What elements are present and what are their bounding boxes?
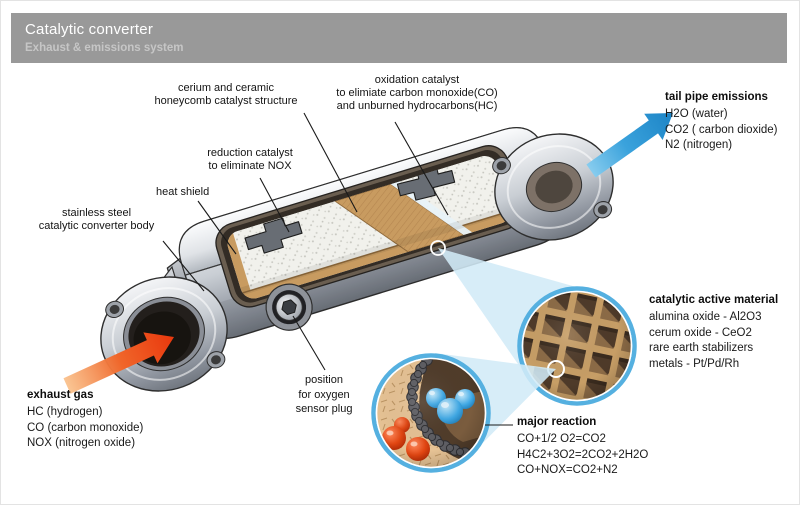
exhaust-gas-list: HC (hydrogen) CO (carbon monoxide) NOX (…: [27, 406, 144, 449]
info-exhaust-gas: exhaust gas HC (hydrogen) CO (carbon mon…: [27, 389, 143, 452]
label-oxygen-sensor: position for oxygen sensor plug: [295, 374, 353, 416]
inlet-flange-graphic: [100, 276, 228, 392]
oxygen-sensor-plug-graphic: [265, 283, 313, 331]
exhaust-inflow-arrow: [63, 332, 174, 394]
label-oxidation-catalyst: oxidation catalyst to elimiate carbon mo…: [336, 74, 498, 113]
active-material-list: alumina oxide - Al2O3 cerum oxide - CeO2…: [649, 311, 762, 370]
active-material-heading: catalytic active material: [649, 294, 779, 306]
tailpipe-outflow-arrow: [586, 113, 673, 178]
zoom-wedge-honeycomb: [438, 248, 594, 380]
outlet-flange-graphic: [492, 133, 614, 241]
major-reaction-heading: major reaction: [517, 416, 597, 428]
label-reduction-catalyst: reduction catalyst to eliminate NOX: [207, 147, 293, 173]
converter-body-graphic: [166, 126, 592, 340]
exhaust-gas-heading: exhaust gas: [27, 389, 94, 401]
label-cerium-structure: cerium and ceramic honeycomb catalyst st…: [154, 82, 298, 108]
converter-zoom-marker: [430, 240, 446, 256]
label-converter-body: stainless steel catalytic converter body: [38, 207, 155, 233]
tail-pipe-heading: tail pipe emissions: [665, 91, 768, 103]
info-tail-pipe-emissions: tail pipe emissions H2O (water) CO2 ( ca…: [665, 91, 778, 154]
reaction-inset: [371, 353, 491, 473]
leader-lines: [162, 112, 513, 426]
tail-pipe-list: H2O (water) CO2 ( carbon dioxide) N2 (ni…: [665, 108, 778, 151]
info-major-reaction: major reaction CO+1/2 O2=CO2 H4C2+3O2=2C…: [517, 416, 648, 479]
honeycomb-inset: [517, 286, 637, 406]
info-catalytic-active-material: catalytic active material alumina oxide …: [649, 294, 778, 372]
page-subtitle: Exhaust & emissions system: [25, 42, 184, 54]
label-heat-shield: heat shield: [156, 186, 210, 198]
page-title: Catalytic converter: [25, 21, 154, 38]
header-bar: Catalytic converter Exhaust & emissions …: [11, 13, 787, 63]
major-reaction-list: CO+1/2 O2=CO2 H4C2+3O2=2CO2+2H2O CO+NOX=…: [517, 433, 649, 476]
